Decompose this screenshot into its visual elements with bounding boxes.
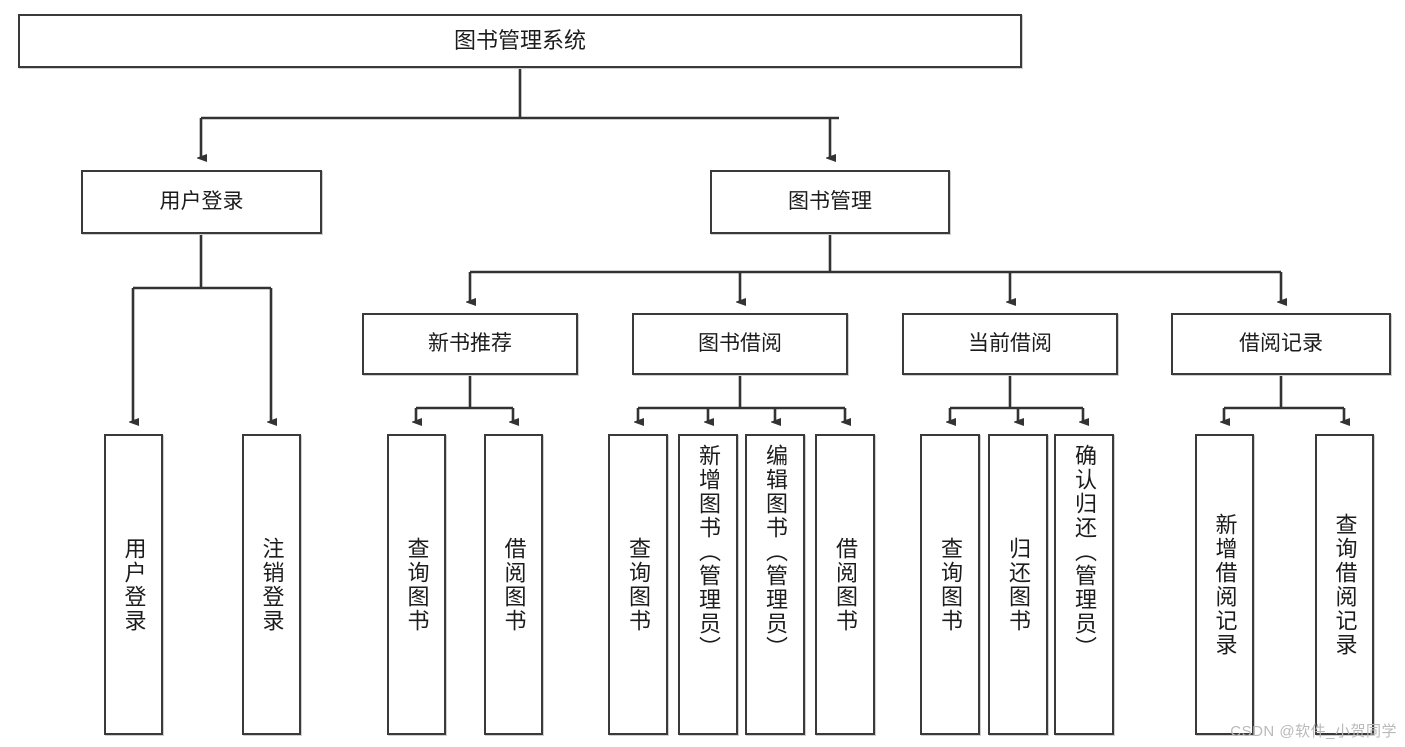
leaf-new-book-query-book[interactable]: 查询图书 [387, 434, 446, 735]
leaf-current-borrow-query-book[interactable]: 查询图书 [920, 434, 980, 735]
node-user-login[interactable]: 用户登录 [81, 170, 322, 234]
leaf-book-borrow-query-book[interactable]: 查询图书 [608, 434, 668, 735]
node-book-management[interactable]: 图书管理 [710, 170, 950, 234]
node-label: 用户登录 [121, 536, 147, 633]
node-label: 借阅图书 [501, 536, 527, 633]
leaf-borrow-record-add-record[interactable]: 新增借阅记录 [1195, 434, 1254, 735]
leaf-book-borrow-add-book-admin[interactable]: 新增图书（管理员） [678, 434, 738, 735]
node-borrow-record[interactable]: 借阅记录 [1171, 313, 1391, 375]
node-label: 查询借阅记录 [1332, 512, 1358, 657]
node-label: 图书管理系统 [453, 28, 586, 54]
node-label: 编辑图书（管理员） [763, 444, 788, 660]
node-label: 图书管理 [788, 189, 872, 213]
leaf-user-login-login[interactable]: 用户登录 [104, 434, 163, 735]
leaf-user-login-logout[interactable]: 注销登录 [242, 434, 301, 735]
leaf-book-borrow-edit-book-admin[interactable]: 编辑图书（管理员） [745, 434, 805, 735]
node-label: 借阅图书 [833, 536, 858, 633]
node-label: 新书推荐 [428, 331, 512, 355]
leaf-current-borrow-confirm-return-admin[interactable]: 确认归还（管理员） [1054, 434, 1114, 735]
leaf-book-borrow-borrow-book[interactable]: 借阅图书 [815, 434, 875, 735]
leaf-new-book-borrow-book[interactable]: 借阅图书 [484, 434, 543, 735]
leaf-current-borrow-return-book[interactable]: 归还图书 [988, 434, 1048, 735]
node-new-book-recommend[interactable]: 新书推荐 [362, 313, 578, 375]
node-current-borrow[interactable]: 当前借阅 [902, 313, 1118, 375]
node-label: 新增图书（管理员） [696, 444, 721, 660]
node-label: 注销登录 [259, 536, 285, 633]
node-label: 新增借阅记录 [1212, 512, 1238, 657]
node-book-borrow[interactable]: 图书借阅 [632, 313, 848, 375]
node-label: 用户登录 [159, 189, 244, 213]
node-label: 查询图书 [404, 536, 430, 633]
node-label: 查询图书 [938, 536, 963, 633]
node-root-book-management-system[interactable]: 图书管理系统 [18, 14, 1022, 68]
node-label: 当前借阅 [968, 331, 1052, 355]
node-label: 确认归还（管理员） [1072, 444, 1097, 660]
leaf-borrow-record-query-record[interactable]: 查询借阅记录 [1315, 434, 1374, 735]
node-label: 查询图书 [626, 536, 651, 633]
node-label: 归还图书 [1006, 536, 1031, 633]
node-label: 借阅记录 [1239, 331, 1323, 355]
node-label: 图书借阅 [698, 331, 782, 355]
